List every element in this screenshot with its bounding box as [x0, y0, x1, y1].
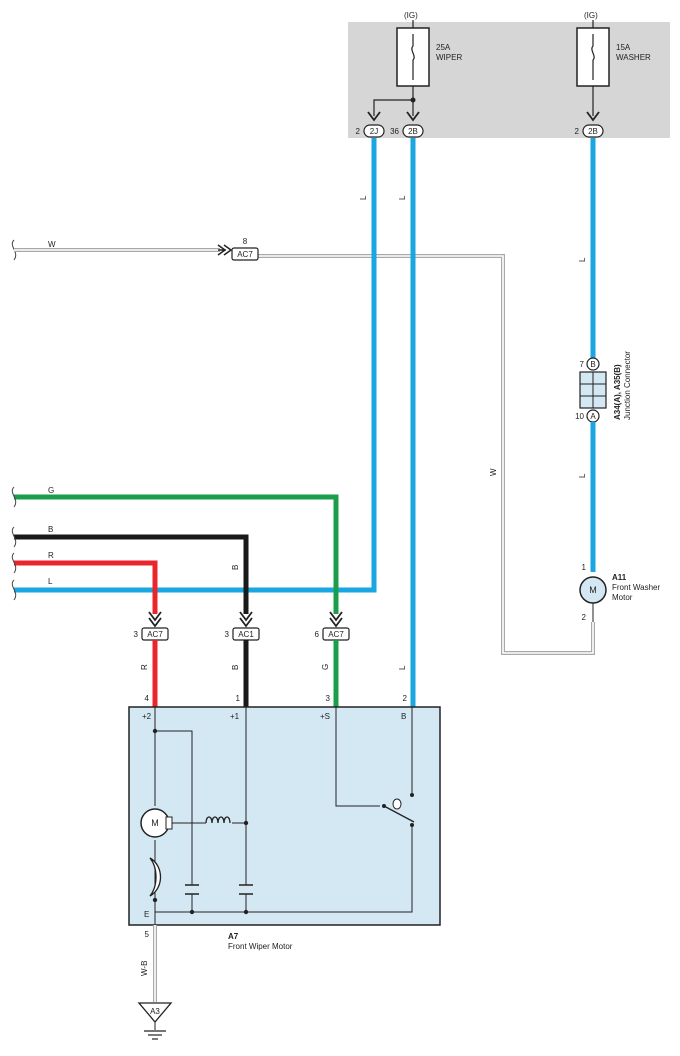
wiper-motor-box [128, 706, 441, 926]
wiper-terminal-plus1: +1 [230, 712, 240, 721]
washer-motor-name-2: Motor [612, 593, 633, 602]
wiper-fuse-rating: 25A [436, 43, 451, 52]
svg-text:AC7: AC7 [147, 630, 163, 639]
terminal-2j [363, 124, 385, 138]
wire-b-left-label: B [48, 525, 53, 534]
washer-motor-symbol: M [589, 585, 597, 595]
wiper-motor-name: Front Wiper Motor [228, 942, 293, 951]
arrow-2b-wiper-icon [406, 111, 420, 122]
wiper-terminal-b: B [401, 712, 406, 721]
connector-ac7-8-pin: 8 [243, 237, 248, 246]
wiper-fuse-supply: (IG) [404, 11, 418, 20]
svg-text:B: B [590, 360, 595, 369]
wire-l-2b-label: L [398, 195, 407, 200]
arrow-2j-icon [367, 111, 381, 122]
wiper-motor-id: A7 [228, 932, 239, 941]
junction-bottom-pin: 10 [575, 412, 584, 421]
svg-text:AC7: AC7 [328, 630, 344, 639]
washer-motor-pin-top: 1 [582, 563, 587, 572]
washer-fuse-element-icon [591, 34, 595, 80]
wire-wb-label: W-B [140, 961, 149, 976]
junction-pin-b [586, 357, 600, 371]
wiper-terminal-e: E [144, 910, 149, 919]
connector-ac7-8 [231, 247, 259, 261]
svg-text:AC1: AC1 [238, 630, 254, 639]
wiper-fuse-name: WIPER [436, 53, 462, 62]
washer-motor-pin-bottom: 2 [582, 613, 587, 622]
park-switch-lever [383, 805, 415, 823]
terminal-2b-washer-pin: 2 [575, 127, 580, 136]
arrow-ac1-3-icon [239, 611, 253, 628]
wire-w-top-label: W [48, 240, 56, 249]
wire-l-lower-label: L [398, 665, 407, 670]
park-switch-contact [410, 793, 414, 797]
svg-text:2J: 2J [370, 127, 378, 136]
terminal-2j-pin: 2 [356, 127, 361, 136]
wiper-terminal-plus-s: +S [320, 712, 330, 721]
wire-b [14, 534, 249, 614]
coil-icon [205, 816, 231, 824]
arrow-ac7-6-icon [329, 611, 343, 628]
wire-r [14, 560, 158, 614]
svg-text:2B: 2B [588, 127, 598, 136]
terminal-2b-washer [582, 124, 604, 138]
wiper-ground-pin: 5 [145, 930, 150, 939]
washer-fuse-supply: (IG) [584, 11, 598, 20]
wire-w [11, 239, 595, 655]
junction-connector-name: Junction Connector [623, 351, 632, 420]
junction-connector-id: A34(A), A35(B) [613, 364, 622, 420]
wiper-pin-2: 2 [403, 694, 408, 703]
svg-text:M: M [151, 818, 159, 828]
washer-motor-id: A11 [612, 573, 627, 582]
wiper-terminal-plus2: +2 [142, 712, 152, 721]
wire-r-left-label: R [48, 551, 54, 560]
svg-text:R: R [140, 664, 149, 670]
connector-ac7-6-pin: 6 [315, 630, 320, 639]
wire-w-right-label: W [489, 468, 498, 476]
wire-g-left-label: G [48, 486, 54, 495]
washer-fuse-name: WASHER [616, 53, 651, 62]
svg-text:AC7: AC7 [237, 250, 253, 259]
wiper-pin-1: 1 [236, 694, 241, 703]
svg-text:B: B [231, 665, 240, 670]
arrow-2b-washer-icon [586, 111, 600, 122]
capacitor-icon [185, 884, 199, 895]
junction-top-pin: 7 [580, 360, 585, 369]
wire-g [14, 494, 339, 614]
wire-l-left-label: L [48, 577, 53, 586]
ground-label: A3 [150, 1007, 160, 1016]
washer-fuse-rating: 15A [616, 43, 631, 52]
park-switch-contact [410, 823, 414, 827]
wire-l-washer-upper-label: L [578, 257, 587, 262]
terminal-2b-wiper [402, 124, 424, 138]
svg-text:A: A [590, 412, 596, 421]
wire-l-2j-label: L [359, 195, 368, 200]
capacitor-icon [239, 884, 253, 895]
svg-text:G: G [321, 664, 330, 670]
connector-ac7-3-pin: 3 [134, 630, 139, 639]
wiper-pin-4: 4 [145, 694, 150, 703]
wiper-pin-3: 3 [326, 694, 331, 703]
wire-b-vertical-label: B [231, 565, 240, 570]
wire-l-washer-lower-label: L [578, 473, 587, 478]
park-switch-cam-icon [392, 798, 402, 810]
washer-motor-name-1: Front Washer [612, 583, 660, 592]
arrow-ac7-8-icon [217, 244, 233, 256]
wire-l-2j [14, 138, 377, 593]
ground-triangle-icon [137, 1002, 173, 1024]
arrow-ac7-3-icon [148, 611, 162, 628]
wiper-fuse-element-icon [411, 34, 415, 80]
connector-ac1-3-pin: 3 [225, 630, 230, 639]
circuit-breaker-icon [149, 857, 162, 897]
wiper-internal-circuit [154, 707, 413, 915]
svg-text:2B: 2B [408, 127, 418, 136]
terminal-2b-wiper-pin: 36 [390, 127, 399, 136]
